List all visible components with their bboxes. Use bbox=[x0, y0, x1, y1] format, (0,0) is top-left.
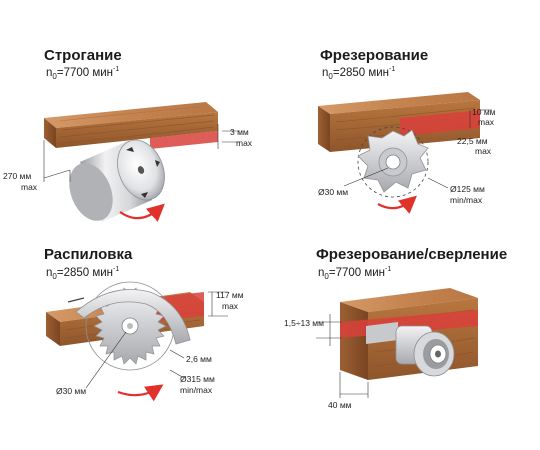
sawing-blade bbox=[85, 281, 175, 371]
milling-height-label: 22,5 мм bbox=[457, 136, 488, 146]
drilling-speed: n0=7700 мин-1 bbox=[318, 266, 392, 282]
milling-title: Фрезерование bbox=[320, 47, 429, 64]
drilling-bit bbox=[366, 322, 455, 377]
sawing-board bbox=[46, 292, 204, 346]
milling-depth-max: max bbox=[478, 117, 495, 127]
sawing-diam-leader bbox=[169, 369, 185, 379]
planing-speed: n0=7700 мин-1 bbox=[46, 66, 120, 82]
sawing-bore-label: Ø30 мм bbox=[56, 386, 86, 396]
sawing-depth-label: 117 мм bbox=[216, 290, 244, 300]
planing-title: Строгание bbox=[44, 47, 122, 64]
planing-width-max: max bbox=[21, 182, 38, 192]
planing-board bbox=[44, 102, 218, 148]
drilling-range-label: 1,5÷13 мм bbox=[284, 318, 324, 328]
planing-cutter bbox=[69, 139, 165, 222]
drilling-title: Фрезерование/сверление bbox=[316, 246, 508, 263]
drilling-depth-dimension bbox=[339, 372, 369, 398]
sawing-rotation-arrow bbox=[117, 384, 164, 402]
milling-bore-leader bbox=[343, 167, 389, 187]
milling-height-max: max bbox=[475, 146, 492, 156]
planing-depth-label: 3 мм bbox=[230, 127, 249, 137]
drilling-depth-label: 40 мм bbox=[328, 400, 352, 410]
milling-diam-max: min/max bbox=[450, 195, 483, 205]
sawing-blade-guard bbox=[67, 289, 191, 345]
drilling-slot bbox=[340, 310, 478, 338]
milling-board bbox=[318, 92, 480, 152]
milling-diam-label: Ø125 мм bbox=[450, 184, 485, 194]
milling-rotation-arrow bbox=[377, 195, 417, 214]
sawing-depth-dimension bbox=[208, 291, 228, 317]
milling-cutter bbox=[357, 126, 429, 198]
sawing-cut-slot bbox=[150, 292, 204, 322]
planing-width-dimension bbox=[43, 140, 71, 182]
sawing-kerf-label: 2,6 мм bbox=[186, 354, 212, 364]
drilling-block bbox=[340, 288, 478, 380]
sawing-title: Распиловка bbox=[44, 246, 133, 263]
sawing-diam-label: Ø315 мм bbox=[180, 374, 215, 384]
planing-depth-dimension bbox=[217, 124, 240, 149]
milling-speed: n0=2850 мин-1 bbox=[322, 66, 396, 82]
sawing-bore-leader bbox=[85, 331, 127, 389]
sawing-diam-max: min/max bbox=[180, 385, 213, 395]
milling-diam-leader bbox=[427, 177, 449, 189]
sawing-speed: n0=2850 мин-1 bbox=[46, 266, 120, 282]
planing-depth-max: max bbox=[236, 138, 253, 148]
milling-depth-dimension bbox=[469, 109, 492, 128]
milling-bore-label: Ø30 мм bbox=[318, 187, 348, 197]
sawing-kerf-leader bbox=[169, 349, 185, 359]
sawing-depth-max: max bbox=[222, 301, 239, 311]
milling-depth-label: 10 мм bbox=[472, 107, 496, 117]
planing-rotation-arrow bbox=[119, 203, 165, 222]
planing-width-label: 270 мм bbox=[3, 171, 31, 181]
planing-cut-layer bbox=[150, 131, 218, 149]
milling-cut-groove bbox=[400, 110, 480, 136]
drilling-range-dimension bbox=[316, 314, 342, 346]
